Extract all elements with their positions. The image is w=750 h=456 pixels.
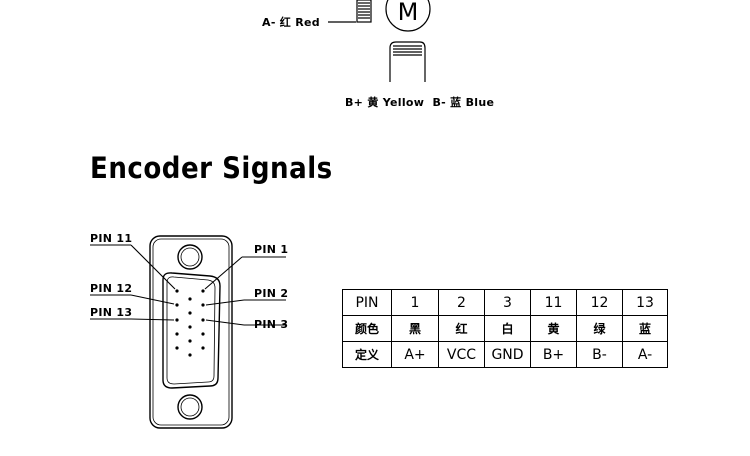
table-cell: 13 bbox=[622, 289, 668, 316]
coil-a-icon bbox=[356, 0, 372, 23]
table-cell: 11 bbox=[530, 289, 577, 316]
pin-leaders bbox=[90, 244, 286, 326]
yellow-blue-lead-label: B+ 黄 Yellow B- 蓝 Blue bbox=[345, 96, 495, 109]
table-cell: 3 bbox=[484, 289, 531, 316]
pin-4 bbox=[201, 332, 205, 336]
pin-label-3: PIN 3 bbox=[254, 318, 289, 331]
table-cell: 1 bbox=[391, 289, 439, 316]
table-cell: 绿 bbox=[576, 315, 623, 342]
coil-b-icon bbox=[389, 41, 426, 82]
pin-12 bbox=[175, 303, 179, 307]
pin-label-1: PIN 1 bbox=[254, 243, 289, 256]
table-row-definition: 定义 A+ VCC GND B+ B- A- bbox=[342, 341, 668, 368]
table-cell: 黄 bbox=[530, 315, 577, 342]
pin-1 bbox=[201, 289, 205, 293]
table-cell: 黑 bbox=[391, 315, 439, 342]
table-cell: 定义 bbox=[342, 341, 392, 368]
motor-fragment bbox=[328, 0, 431, 82]
table-cell: A+ bbox=[391, 341, 439, 368]
red-lead-label: A- 红 Red bbox=[262, 16, 320, 29]
table-row-color: 颜色 黑 红 白 黄 绿 蓝 bbox=[342, 315, 668, 342]
connector-pins bbox=[175, 289, 205, 357]
pin-10 bbox=[188, 353, 192, 357]
table-cell: GND bbox=[484, 341, 531, 368]
table-cell: PIN bbox=[342, 289, 392, 316]
pin-label-13: PIN 13 bbox=[90, 306, 133, 319]
table-cell: B- bbox=[576, 341, 623, 368]
table-cell: 颜色 bbox=[342, 315, 392, 342]
table-cell: 2 bbox=[438, 289, 485, 316]
table-cell: 红 bbox=[438, 315, 485, 342]
motor-icon bbox=[385, 0, 431, 32]
table-cell: 蓝 bbox=[622, 315, 668, 342]
section-title: Encoder Signals bbox=[90, 151, 333, 185]
table-cell: 12 bbox=[576, 289, 623, 316]
pin-13 bbox=[175, 318, 179, 322]
encoder-signal-table: PIN 1 2 3 11 12 13 颜色 黑 红 白 黄 绿 蓝 定义 A+ … bbox=[342, 289, 668, 368]
pin-15 bbox=[175, 346, 179, 350]
pin-shell bbox=[162, 272, 221, 389]
pin-label-2: PIN 2 bbox=[254, 287, 289, 300]
table-cell: B+ bbox=[530, 341, 577, 368]
pin-3 bbox=[201, 318, 205, 322]
connector-outer-frame bbox=[149, 235, 233, 429]
mounting-hole-bottom bbox=[177, 394, 203, 420]
pin-14 bbox=[175, 332, 179, 336]
pin-5 bbox=[201, 346, 205, 350]
table-cell: 白 bbox=[484, 315, 531, 342]
pin-label-12: PIN 12 bbox=[90, 282, 133, 295]
db15-connector bbox=[149, 235, 233, 429]
pin-label-11: PIN 11 bbox=[90, 232, 133, 245]
pin-11 bbox=[175, 289, 179, 293]
pin-7 bbox=[188, 311, 192, 315]
table-cell: VCC bbox=[438, 341, 485, 368]
pin-8 bbox=[188, 325, 192, 329]
pin-9 bbox=[188, 339, 192, 343]
table-cell: A- bbox=[622, 341, 668, 368]
table-row-pin: PIN 1 2 3 11 12 13 bbox=[342, 289, 668, 316]
mounting-hole-top bbox=[177, 244, 203, 270]
pin-6 bbox=[188, 297, 192, 301]
motor-label: M bbox=[398, 0, 419, 26]
pin-2 bbox=[201, 303, 205, 307]
